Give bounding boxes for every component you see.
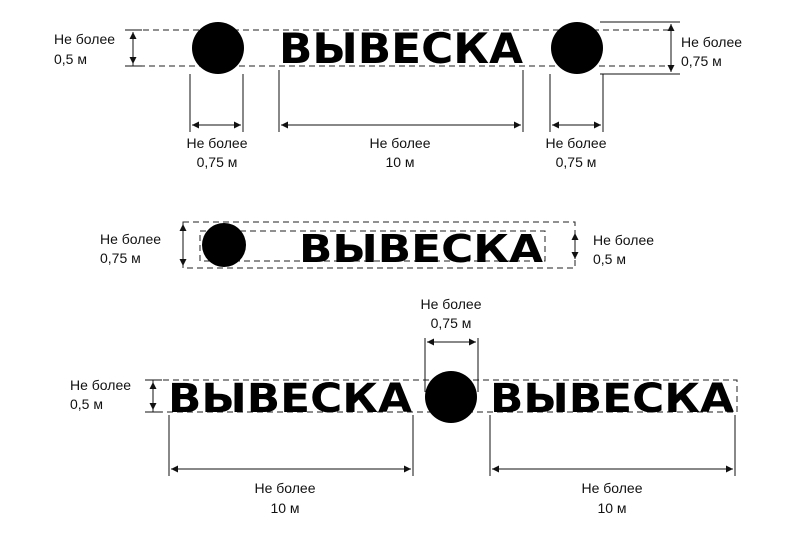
round-sign-right [551, 22, 603, 74]
dim-sign-length-line2: 10 м [385, 154, 414, 170]
height-label-right-line1: Не более [593, 232, 654, 248]
sign-word-right: ВЫВЕСКА [490, 376, 734, 422]
height-label-left-line2: 0,5 м [70, 396, 103, 412]
dim-left-circle-line1: Не более [186, 135, 247, 151]
dim-sign-right-line1: Не более [581, 480, 642, 496]
sign-word: ВЫВЕСКА [279, 24, 524, 73]
sign-word-left: ВЫВЕСКА [168, 376, 412, 422]
round-sign [202, 223, 246, 267]
height-label-left-line1: Не более [100, 231, 161, 247]
dim-circle-top-line2: 0,75 м [431, 315, 472, 331]
dim-right-circle-line1: Не более [545, 135, 606, 151]
height-label-left-line2: 0,75 м [100, 250, 141, 266]
round-sign [425, 371, 477, 423]
dim-left-circle-line2: 0,75 м [197, 154, 238, 170]
dim-sign-length-line1: Не более [369, 135, 430, 151]
sign-text-box [199, 230, 546, 262]
sign-word: ВЫВЕСКА [299, 227, 544, 271]
dim-sign-right-line2: 10 м [597, 500, 626, 516]
diagram-3: ВЫВЕСКА ВЫВЕСКА Не более 0,5 м Не более … [70, 296, 738, 516]
round-sign-left [192, 22, 244, 74]
dim-circle-top-line1: Не более [420, 296, 481, 312]
height-label-left-line1: Не более [54, 31, 115, 47]
height-label-left-line1: Не более [70, 377, 131, 393]
height-label-left-line2: 0,5 м [54, 51, 87, 67]
height-label-right-line2: 0,5 м [593, 251, 626, 267]
diagram-2: ВЫВЕСКА Не более 0,75 м Не более 0,5 м [100, 221, 654, 271]
height-label-right-line2: 0,75 м [681, 53, 722, 69]
height-label-right-line1: Не более [681, 34, 742, 50]
diagram-1: ВЫВЕСКА Не более 0,5 м Не более 0,75 м Н… [54, 21, 742, 170]
dim-sign-left-line2: 10 м [270, 500, 299, 516]
dim-right-circle-line2: 0,75 м [556, 154, 597, 170]
dim-sign-left-line1: Не более [254, 480, 315, 496]
